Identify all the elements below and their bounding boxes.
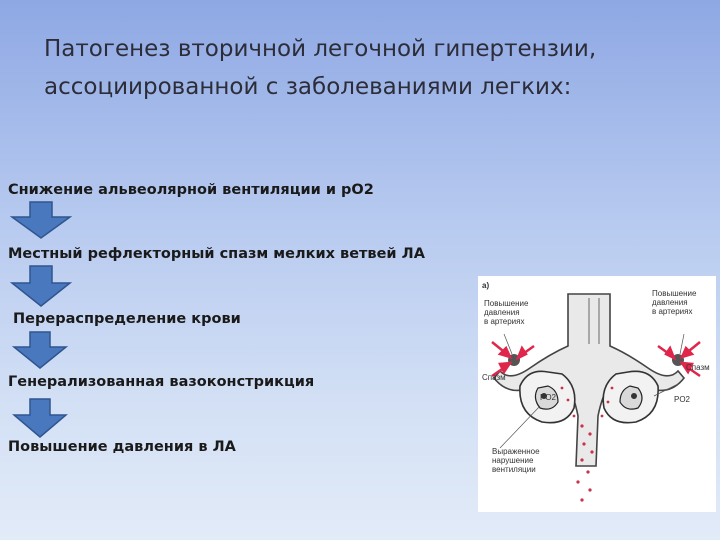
step-4-text: Генерализованная вазоконстрикция [8,374,314,390]
panel-label: а) [482,281,489,290]
down-arrow-icon [12,398,68,438]
step-3-text: Перераспределение крови [8,311,241,327]
slide-title: Патогенез вторичной легочной гипертензии… [44,30,694,106]
step-5-text: Повышение давления в ЛА [8,439,236,455]
title-line-2: ассоциированной с заболеваниями легких: [44,68,694,106]
down-arrow-icon [12,331,68,369]
spasm-label-right: Спазм [686,363,710,372]
down-arrow-icon [10,265,72,307]
step-1-text: Снижение альвеолярной вентиляции и pO2 [8,182,374,198]
spasm-label-left: Спазм [482,373,506,382]
po2-label-left: PO2 [540,393,557,402]
down-arrow-icon [10,201,72,239]
po2-label-right: PO2 [674,395,691,404]
title-line-1: Патогенез вторичной легочной гипертензии… [44,30,694,68]
step-2-text: Местный рефлекторный спазм мелких ветвей… [8,246,425,262]
